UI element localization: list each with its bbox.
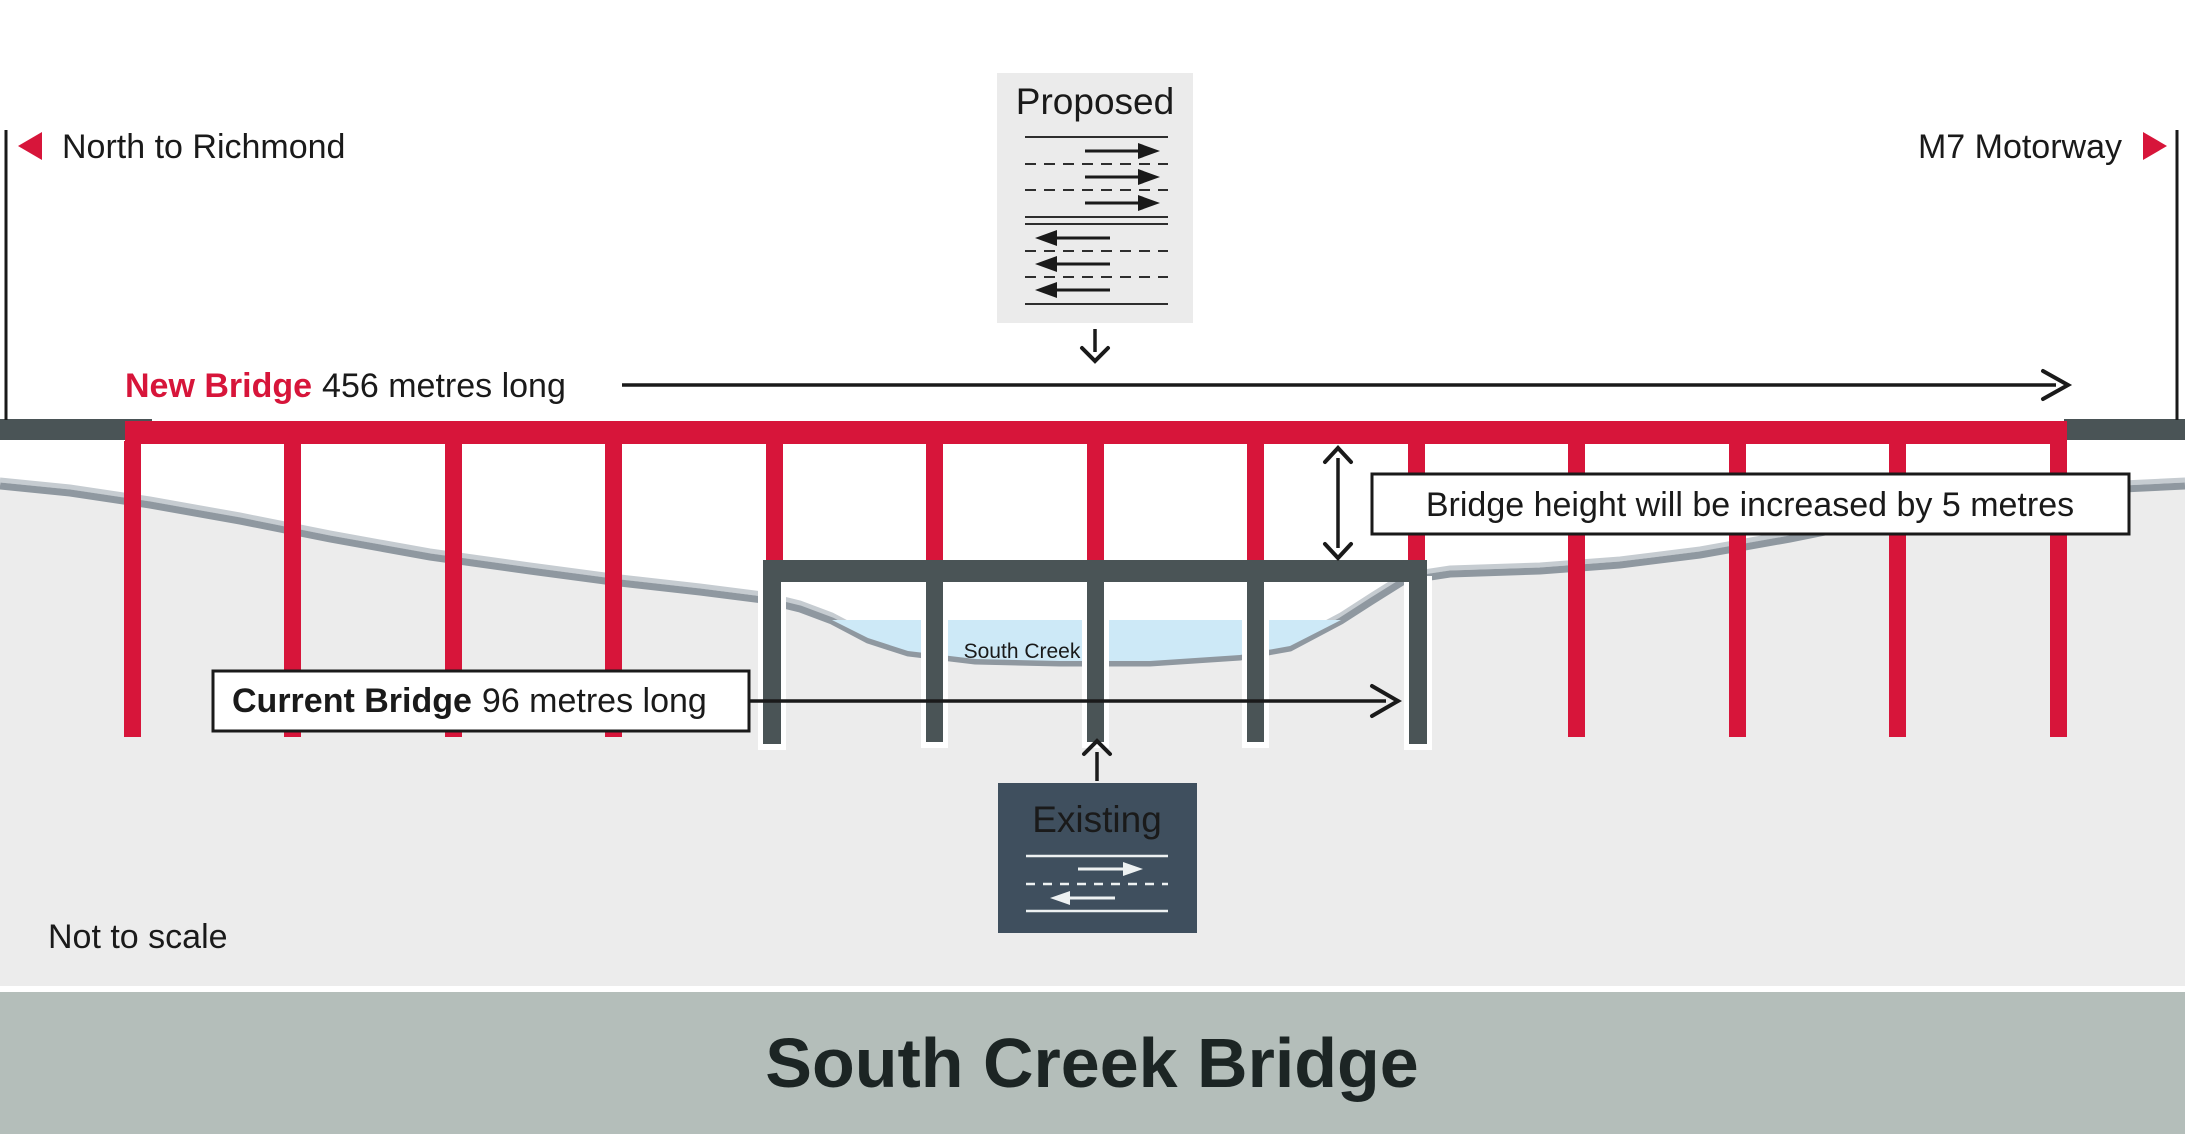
existing-bridge-right-leg xyxy=(1409,578,1427,744)
arrow-right-icon xyxy=(2143,132,2167,160)
existing-pointer-arrow xyxy=(1082,738,1112,781)
not-to-scale-label: Not to scale xyxy=(48,918,228,956)
lane-arrow-right-icon xyxy=(1138,143,1160,159)
new-bridge xyxy=(124,421,2067,737)
existing-card: Existing xyxy=(998,783,1197,933)
existing-bridge-pier xyxy=(926,580,943,742)
new-bridge-length: 456 metres long xyxy=(322,367,566,405)
proposed-card-title: Proposed xyxy=(1016,81,1174,122)
bridge-height-box xyxy=(1370,472,2131,536)
current-bridge-name: Current Bridge xyxy=(232,682,472,720)
existing-bridge-left-leg xyxy=(763,578,781,744)
approach-road-left xyxy=(0,419,152,440)
existing-card-bg xyxy=(998,783,1197,933)
page-title: South Creek Bridge xyxy=(765,1024,1418,1102)
arrow-up-icon xyxy=(1323,445,1353,464)
proposed-card-bg xyxy=(997,73,1193,323)
direction-label-m7: M7 Motorway xyxy=(1918,128,2122,166)
new-bridge-deck xyxy=(125,421,2067,444)
lane-arrow-left-icon xyxy=(1035,282,1057,298)
new-bridge-pier xyxy=(124,441,141,737)
lane-arrow-right-icon xyxy=(1138,169,1160,185)
current-bridge-length: 96 metres long xyxy=(482,682,707,720)
approach-road-right xyxy=(2064,419,2185,440)
proposed-lane-diagram xyxy=(1025,136,1168,305)
arrow-left-icon xyxy=(18,132,42,160)
arrow-down-icon xyxy=(1323,542,1353,561)
lane-arrow-right-icon xyxy=(1138,195,1160,211)
proposed-card: Proposed xyxy=(997,73,1193,364)
existing-bridge-deck xyxy=(763,560,1427,582)
approach-roads xyxy=(0,419,2185,440)
existing-card-title: Existing xyxy=(1032,799,1162,840)
existing-bridge-pier xyxy=(1247,580,1264,742)
new-bridge-length-label: New Bridge 456 metres long xyxy=(125,367,566,405)
existing-bridge-pier xyxy=(1087,580,1104,742)
new-bridge-pier-stub xyxy=(1247,441,1264,560)
new-bridge-name: New Bridge xyxy=(125,367,312,405)
lane-arrow-left-icon xyxy=(1050,891,1070,905)
bridge-height-arrow xyxy=(1323,445,1353,561)
lane-arrow-left-icon xyxy=(1035,230,1057,246)
arrow-right-icon xyxy=(2041,369,2073,401)
current-bridge-length-arrow xyxy=(749,684,1403,718)
arrow-up-icon xyxy=(1082,738,1112,756)
new-bridge-pier xyxy=(605,441,622,737)
arrow-down-icon xyxy=(1080,346,1110,364)
new-bridge-pier xyxy=(445,441,462,737)
footer-band xyxy=(0,992,2185,1134)
new-bridge-pier xyxy=(284,441,301,737)
lane-arrow-left-icon xyxy=(1035,256,1057,272)
existing-lane-diagram xyxy=(1026,854,1168,913)
lane-arrow-right-icon xyxy=(1123,862,1143,876)
current-bridge-box xyxy=(211,669,751,733)
new-bridge-pier-stub xyxy=(1087,441,1104,560)
new-bridge-length-arrow xyxy=(622,369,2073,401)
current-bridge-length-label: Current Bridge 96 metres long xyxy=(232,682,707,720)
new-bridge-pier-stub xyxy=(766,441,783,560)
direction-label-north: North to Richmond xyxy=(62,128,345,166)
arrow-right-icon xyxy=(1370,684,1403,718)
south-creek-label: South Creek xyxy=(964,640,1081,663)
proposed-pointer-arrow xyxy=(1080,329,1110,364)
new-bridge-pier-stub xyxy=(926,441,943,560)
bridge-height-text: Bridge height will be increased by 5 met… xyxy=(1426,486,2074,524)
